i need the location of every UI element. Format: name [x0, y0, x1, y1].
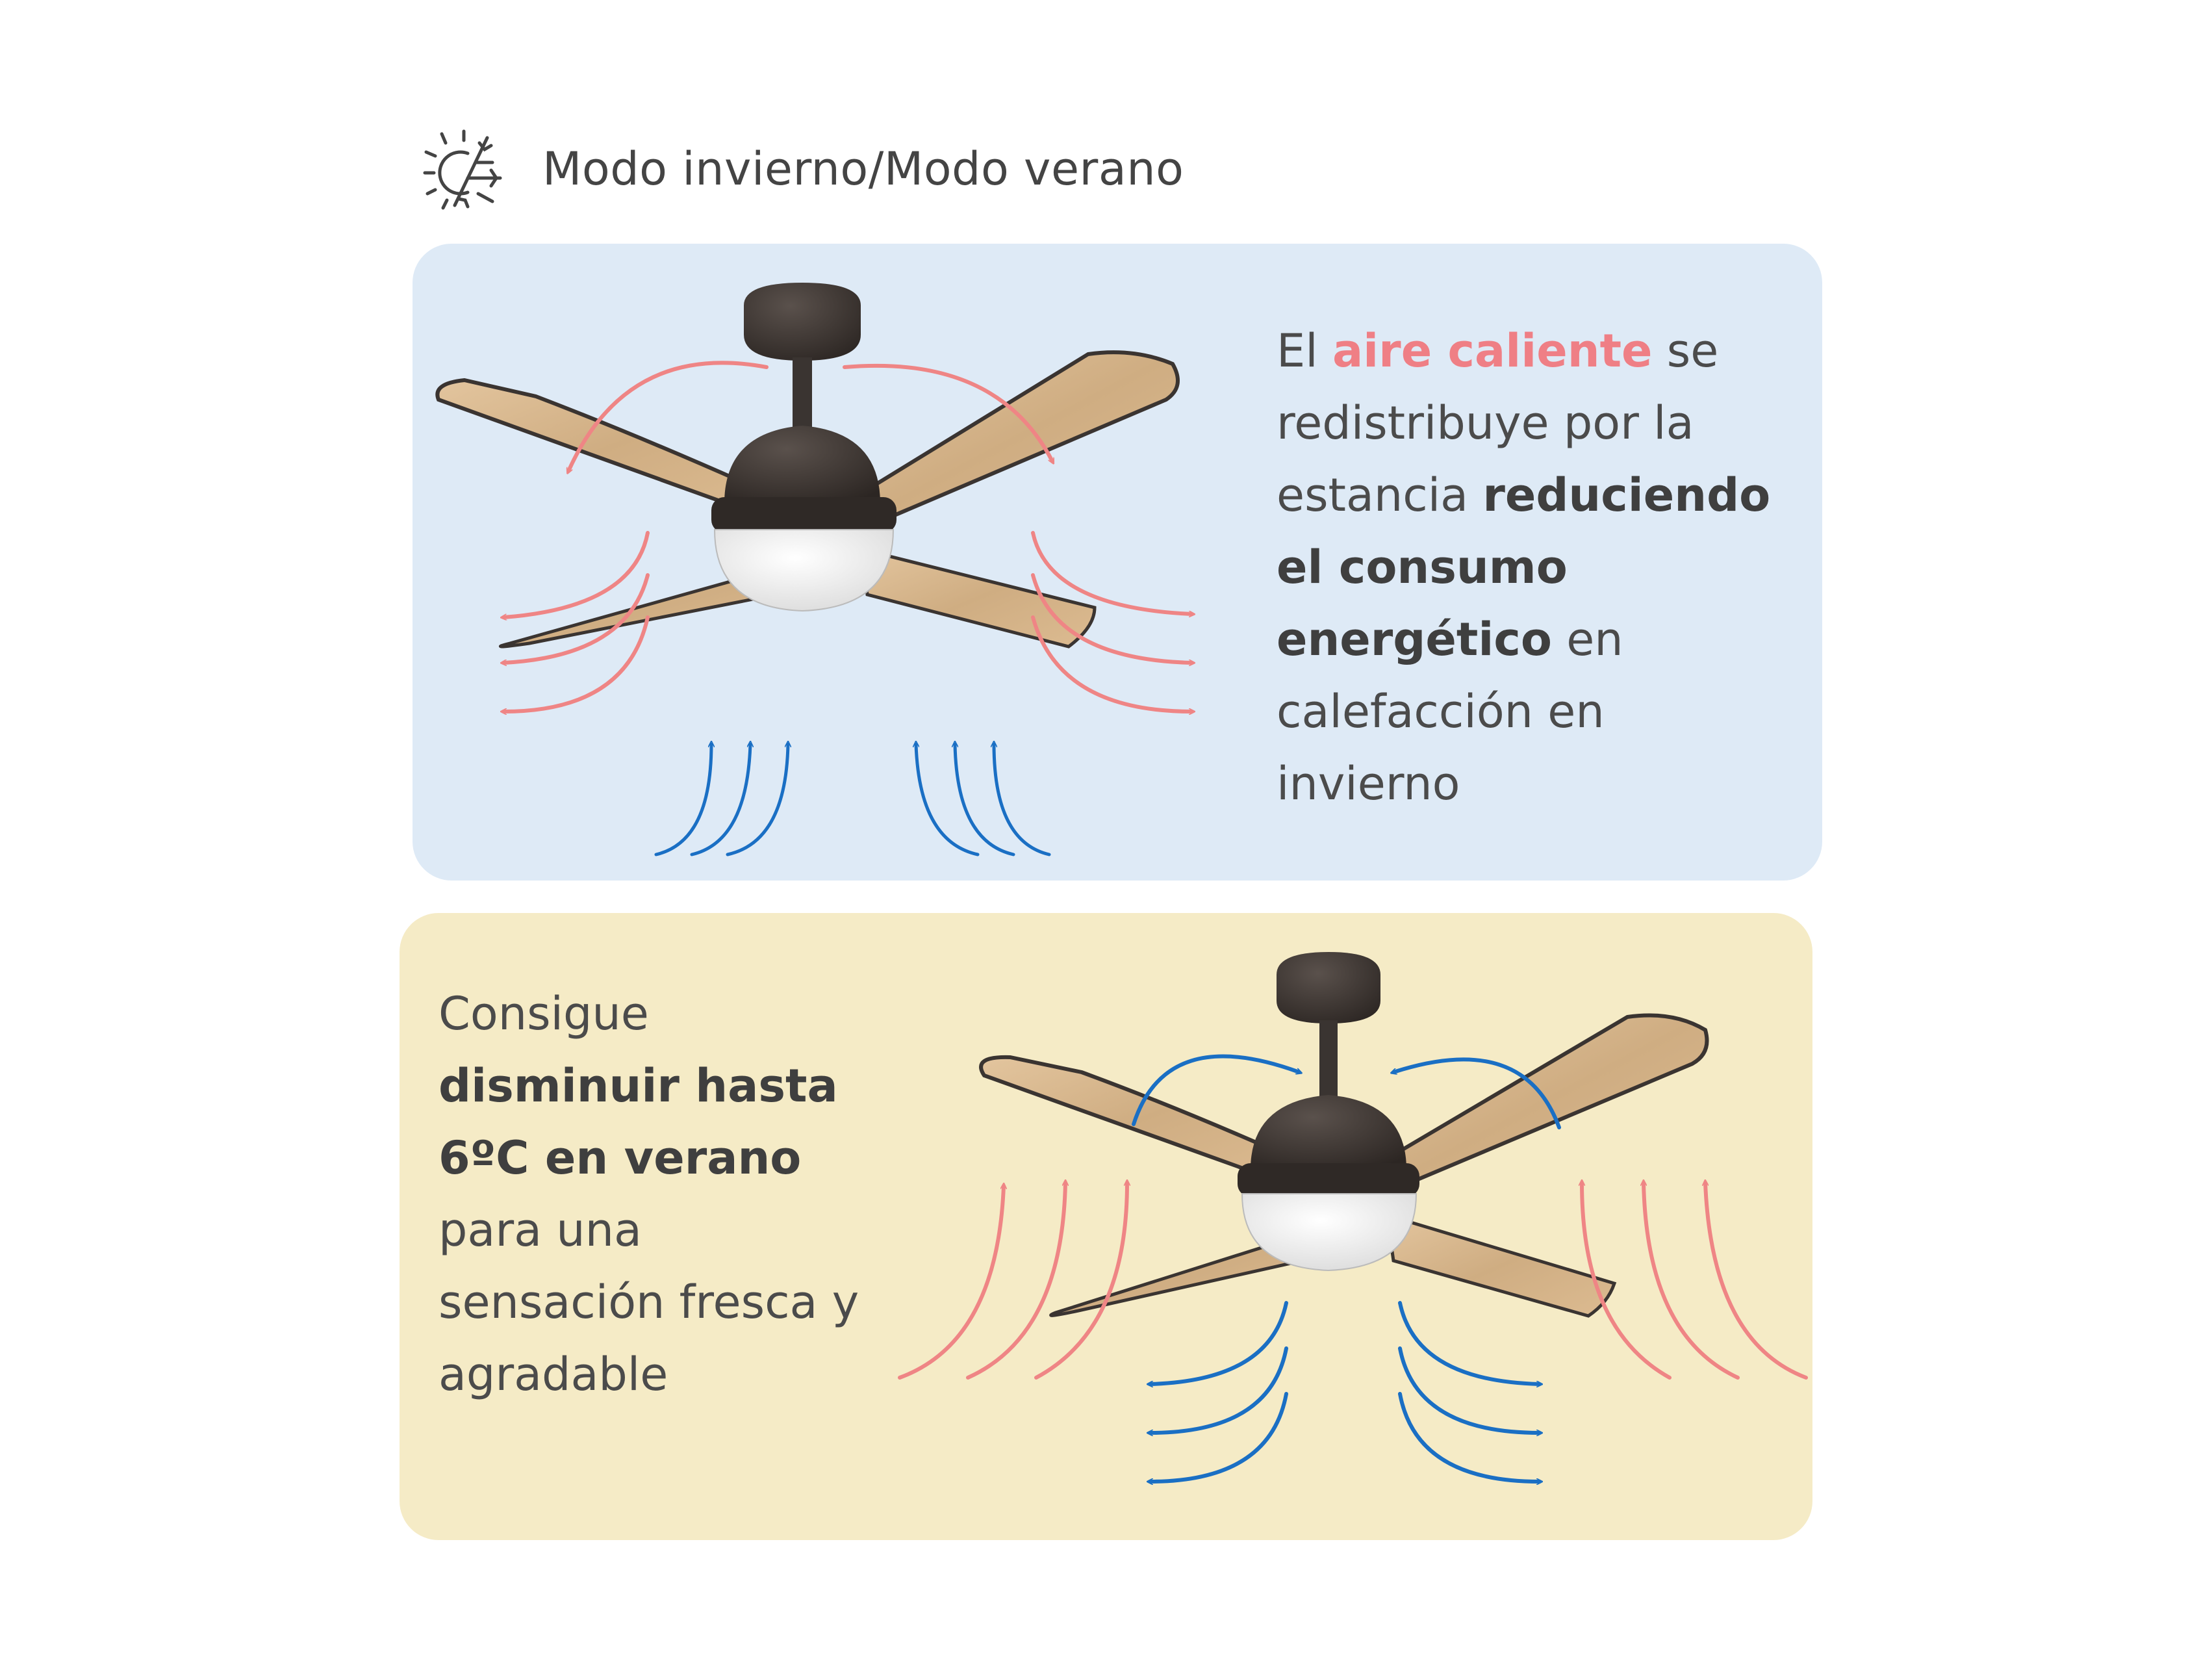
winter-mode-panel: El aire caliente se redistribuye por la … — [413, 244, 1822, 881]
page-title: Modo invierno/Modo verano — [542, 142, 1184, 196]
winter-line-2: redistribuye por la — [1277, 396, 1694, 450]
summer-line-3: 6ºC en verano — [439, 1131, 802, 1185]
fan-motor-housing — [724, 426, 880, 504]
winter-line-6: calefacción en — [1277, 685, 1605, 738]
fan-blade-front-right — [1384, 1213, 1617, 1318]
summer-line-6: agradable — [439, 1348, 668, 1401]
summer-line-2: disminuir hasta — [439, 1059, 838, 1112]
warm-air-arrow-icon — [503, 361, 1192, 712]
fan-blade-back-right — [841, 350, 1180, 532]
fan-light-globe — [713, 529, 895, 612]
summer-line-4: para una — [439, 1203, 642, 1257]
summer-description: Consigue disminuir hasta 6ºC en verano p… — [439, 978, 859, 1411]
fan-blade-back-left — [435, 378, 780, 519]
summer-line-5: sensación fresca y — [439, 1276, 859, 1329]
winter-line-4: el consumo — [1277, 541, 1568, 594]
fan-blade-back-left — [979, 1055, 1299, 1185]
winter-fan-illustration — [435, 283, 1257, 856]
header: Modo invierno/Modo verano — [422, 123, 1184, 214]
winter-line-3: estancia reduciendo — [1277, 469, 1771, 522]
fan-blade-front-left — [1049, 1232, 1304, 1317]
fan-blade-front-left — [499, 566, 778, 649]
warm-air-arrow-icon — [898, 1183, 1808, 1380]
sun-snowflake-icon — [423, 129, 502, 209]
summer-mode-panel: Consigue disminuir hasta 6ºC en verano p… — [400, 913, 1812, 1540]
fan-canopy — [1277, 952, 1380, 1023]
cool-air-arrow-icon — [654, 744, 1051, 856]
winter-line-5: energético en — [1277, 613, 1623, 666]
summer-fan-illustration — [898, 952, 1808, 1540]
winter-line-7: invierno — [1277, 757, 1460, 810]
highlight-hot-air: aire caliente — [1332, 324, 1653, 378]
fan-light-globe — [1241, 1193, 1417, 1272]
fan-blade-front-right — [858, 547, 1097, 649]
fan-blade-back-right — [1371, 1013, 1709, 1195]
summer-line-1: Consigue — [439, 987, 649, 1040]
fan-motor-housing — [1251, 1095, 1406, 1170]
winter-description: El aire caliente se redistribuye por la … — [1277, 315, 1770, 820]
fan-canopy — [744, 283, 861, 361]
winter-line-1: El aire caliente se — [1277, 324, 1719, 378]
cool-air-arrow-icon — [1132, 1054, 1561, 1482]
